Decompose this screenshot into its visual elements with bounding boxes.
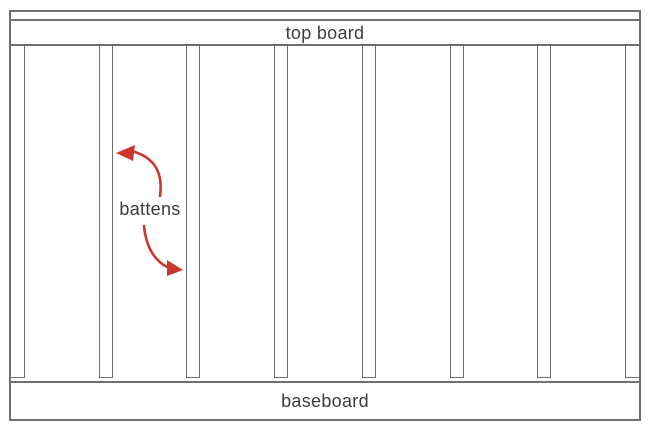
battens-label: battens [119, 199, 181, 219]
batten [11, 46, 25, 378]
batten [274, 46, 289, 378]
batten [624, 46, 639, 378]
batten [537, 46, 552, 378]
top-board: top board [11, 21, 639, 46]
top-cap-strip [11, 12, 639, 21]
baseboard: baseboard [11, 381, 639, 419]
baseboard-label: baseboard [281, 391, 369, 411]
batten [449, 46, 464, 378]
top-board-label: top board [285, 22, 365, 43]
wall-frame: top board baseboard [9, 10, 641, 421]
batten [361, 46, 376, 378]
battens-row [11, 46, 639, 381]
batten [98, 46, 113, 378]
batten [186, 46, 201, 378]
